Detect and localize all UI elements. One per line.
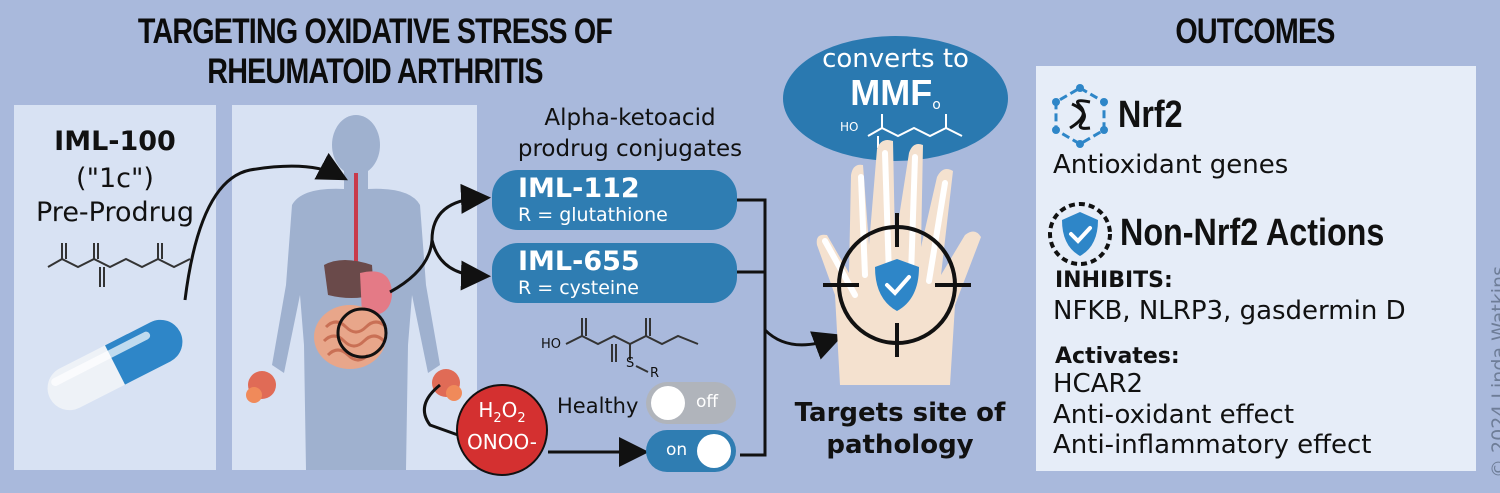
inhibits-label: INHIBITS: (1055, 268, 1173, 293)
h2o2-o: O (501, 398, 518, 422)
target-label-line2: pathology (826, 430, 974, 460)
target-label-line1: Targets site of (794, 398, 1006, 428)
mmf-name-text: MMF (850, 72, 933, 113)
prodrug-type: Pre-Prodrug (36, 197, 194, 228)
structure-r-label: R (650, 366, 660, 381)
structure-ho-label: HO (541, 337, 562, 352)
nrf2-heading: Nrf2 (1118, 94, 1183, 136)
conjugate-r-group: R = glutathione (518, 204, 668, 226)
toggle-off-label: off (696, 392, 719, 412)
ros-circle (456, 384, 548, 476)
shield-chain-icon (1048, 202, 1112, 266)
mmf-structure (867, 114, 963, 148)
outcomes-title: OUTCOMES (1175, 12, 1335, 51)
activates-item: HCAR2 (1053, 369, 1144, 399)
conjugate-pill-iml112: IML-112 R = glutathione (492, 170, 737, 230)
main-title-line1: TARGETING OXIDATIVE STRESS OF (137, 12, 613, 51)
hand-target-illustration (816, 140, 981, 385)
conjugates-heading-line1: Alpha-ketoacid (544, 105, 716, 131)
conjugate-structure (565, 318, 699, 373)
healthy-toggle-off[interactable]: off (646, 382, 736, 424)
prodrug-panel (14, 105, 216, 470)
human-body-illustration (246, 115, 462, 470)
conjugates-heading-line2: prodrug conjugates (517, 136, 743, 162)
conjugate-pill-iml655: IML-655 R = cysteine (492, 243, 737, 303)
onoo-formula: ONOO- (467, 430, 537, 454)
activates-label: Activates: (1055, 344, 1180, 369)
toggle-knob (651, 386, 685, 420)
toggle-on-label: on (666, 440, 688, 460)
healthy-label: Healthy (557, 394, 639, 418)
copyright-credit: © 2024 Linda Watkins (1488, 266, 1500, 478)
activates-item: Anti-inflammatory effect (1053, 430, 1372, 460)
dna-hexagon-icon (1052, 84, 1108, 148)
pathology-toggle-on[interactable]: on (646, 430, 736, 472)
conjugate-name: IML-112 (518, 173, 640, 204)
main-title-line2: RHEUMATOID ARTHRITIS (207, 52, 543, 91)
conjugate-r-group: R = cysteine (518, 277, 639, 299)
h2o2-sub2: 2 (517, 411, 526, 426)
activates-item: Anti-oxidant effect (1053, 400, 1295, 430)
h2o2-h: H (478, 398, 494, 422)
mmf-converts-label: converts to (822, 44, 969, 74)
mmf-name: MMFo (783, 72, 1008, 114)
mmf-bubble (783, 36, 1008, 161)
prodrug-structure (47, 243, 191, 287)
nrf2-text: Antioxidant genes (1053, 150, 1289, 180)
toggle-knob (697, 434, 731, 468)
h2o2-formula: H2O2 (456, 398, 548, 426)
prodrug-name: IML-100 (54, 126, 176, 157)
inhibits-text: NFKB, NLRP3, gasdermin D (1053, 296, 1406, 326)
h2o2-sub1: 2 (493, 411, 502, 426)
mmf-ho-label: HO (840, 120, 859, 134)
mmf-subscript-dot: o (932, 97, 941, 114)
non-nrf2-heading: Non-Nrf2 Actions (1120, 212, 1385, 254)
conjugate-name: IML-655 (518, 246, 640, 277)
prodrug-alias: ("1c") (76, 163, 154, 194)
structure-s-label: S (626, 356, 635, 371)
capsule-pill (47, 319, 183, 411)
outcomes-panel (1036, 66, 1476, 471)
